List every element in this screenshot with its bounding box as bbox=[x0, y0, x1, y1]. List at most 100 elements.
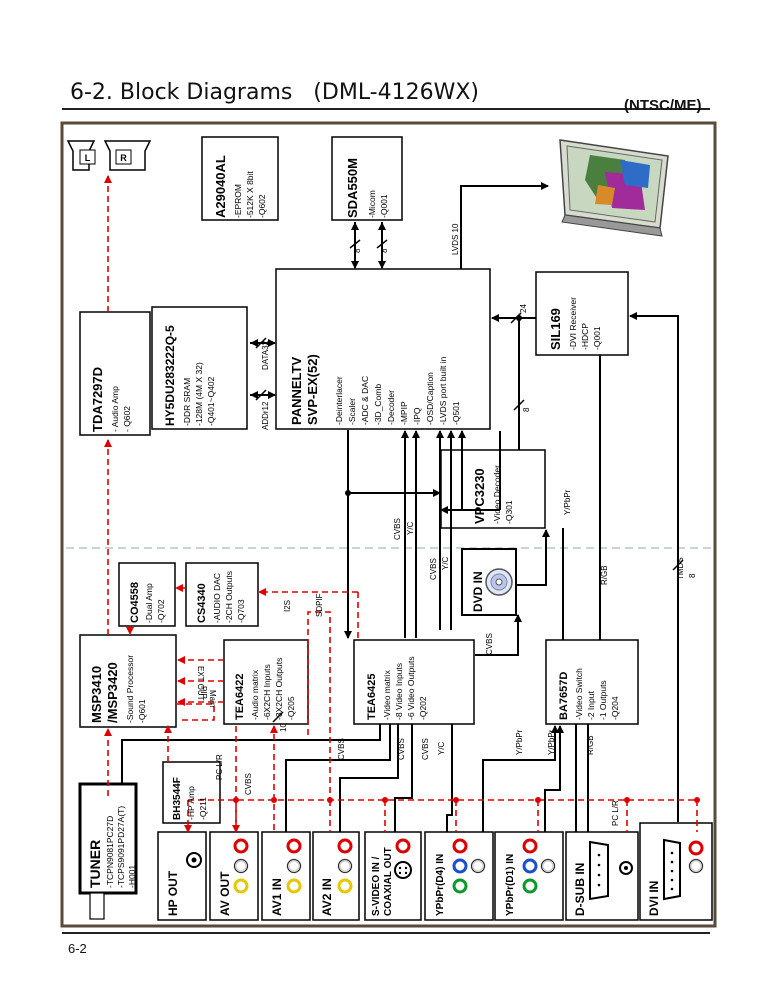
audio-amp-name: TDA7297D bbox=[90, 367, 105, 432]
svg-text:-Q702: -Q702 bbox=[156, 599, 166, 623]
connector-av2-in: AV2 IN bbox=[320, 878, 334, 916]
connector-labels: HP OUT AV OUT AV1 IN AV2 IN S-VIDEO IN /… bbox=[166, 847, 661, 916]
svg-text:-Q001: -Q001 bbox=[592, 326, 602, 350]
cvbs-label-g: CVBS bbox=[244, 773, 253, 795]
svg-text:-Q401~Q402: -Q401~Q402 bbox=[206, 376, 216, 426]
bus-10-label: 10 bbox=[279, 723, 288, 732]
block-scaler: PANNELTV SVP-EX(52) -Deinterlacer -Scale… bbox=[289, 354, 461, 425]
micom-name: SDA550M bbox=[345, 158, 360, 218]
svg-text:-2 Input: -2 Input bbox=[586, 691, 596, 720]
svg-text:-DVI Receiver: -DVI Receiver bbox=[568, 297, 578, 350]
tmds-label: TMDS bbox=[676, 557, 685, 580]
svg-text:- Q602: - Q602 bbox=[122, 406, 132, 432]
cvbs-label-b: CVBS bbox=[429, 558, 438, 580]
svg-text:-Micom: -Micom bbox=[367, 190, 377, 218]
svg-text:-LVDS port built in: -LVDS port built in bbox=[438, 356, 448, 425]
svg-text:-Q205: -Q205 bbox=[286, 696, 296, 720]
svg-text:-Q602: -Q602 bbox=[257, 194, 267, 218]
svg-text:-IPQ: -IPQ bbox=[412, 407, 422, 425]
ypbpr-label-a: Y/PbPr bbox=[563, 489, 572, 515]
svg-text:-8 Video Inputs: -8 Video Inputs bbox=[394, 663, 404, 720]
yc-label-b: Y/C bbox=[441, 556, 450, 570]
dvi-connector-icon bbox=[663, 838, 704, 901]
svg-text:-6 Video Outputs: -6 Video Outputs bbox=[406, 656, 416, 720]
block-video-switch: BA7657D -Video Switch -2 Input -1 Output… bbox=[558, 668, 620, 720]
ext-out-label: EXT OUT bbox=[196, 666, 205, 701]
data32-label: DATA32 bbox=[261, 340, 270, 370]
svg-text:-Decoder: -Decoder bbox=[386, 390, 396, 425]
speaker-left-label: L bbox=[85, 153, 91, 163]
scaler-name-1: PANNELTV bbox=[289, 357, 304, 425]
yc-label-a: Y/C bbox=[406, 521, 415, 535]
ddr-name: HY5DU283222Q-5 bbox=[163, 325, 177, 426]
pc-lr-label-b: PC L/R bbox=[611, 800, 620, 826]
d-sub-connector-icon bbox=[589, 840, 633, 901]
svg-text:-Q301: -Q301 bbox=[504, 500, 514, 524]
hp-amp-name: BH3544F bbox=[172, 777, 183, 820]
connector-ypbpr-d1-in: YPbPr(D1) IN bbox=[505, 854, 516, 916]
pc-lr-label-a: PC L/R bbox=[215, 754, 224, 780]
scaler-name-2: SVP-EX(52) bbox=[305, 354, 320, 425]
speaker-right-icon: R bbox=[103, 140, 152, 171]
hp-out-jack-icon bbox=[186, 852, 202, 868]
sound-processor-name-2: /MSP3420 bbox=[105, 662, 120, 723]
svg-text:-6X2CH Inputs: -6X2CH Inputs bbox=[262, 664, 272, 720]
block-audio-amp: TDA7297D - Audio Amp - Q602 bbox=[90, 367, 132, 432]
connector-ypbpr-d4-in: YPbPr(D4) IN bbox=[435, 854, 446, 916]
ypbpr-d4-jacks-icon bbox=[452, 838, 486, 894]
av1-in-jacks-icon bbox=[286, 838, 302, 894]
connector-d-sub-in: D-SUB IN bbox=[573, 863, 587, 916]
rgb-label-b: R/GB bbox=[586, 735, 595, 755]
svg-text:-3D_Comb: -3D_Comb bbox=[373, 384, 383, 425]
sound-processor-name-1: MSP3410 bbox=[89, 666, 104, 723]
cvbs-label-f: CVBS bbox=[421, 738, 430, 760]
diagram-frame bbox=[60, 121, 717, 928]
svg-text:-512K X 8bit: -512K X 8bit bbox=[245, 171, 255, 218]
ypbpr-d1-jacks-icon bbox=[522, 838, 556, 894]
i2s-label: I2S bbox=[283, 600, 292, 612]
svg-text:-Q703: -Q703 bbox=[236, 599, 246, 623]
av2-in-jacks-icon bbox=[337, 838, 353, 894]
connector-s-video-in: S-VIDEO IN / bbox=[371, 856, 382, 916]
connector-av1-in: AV1 IN bbox=[270, 878, 284, 916]
bus-8-label-c: 8 bbox=[522, 407, 531, 412]
rgb-label-a: R/GB bbox=[600, 565, 609, 585]
addr12-label: ADDr12 bbox=[261, 401, 270, 430]
svg-text:-Q001: -Q001 bbox=[379, 194, 389, 218]
svg-text:-128M (4M X 32): -128M (4M X 32) bbox=[194, 362, 204, 426]
video-matrix-name: TEA6425 bbox=[366, 674, 378, 720]
pip-label: PIP bbox=[199, 686, 208, 699]
footer-rule bbox=[62, 932, 710, 934]
video-switch-name: BA7657D bbox=[558, 672, 570, 720]
connector-hp-out: HP OUT bbox=[166, 870, 180, 916]
block-dual-amp: CO4558 -Dual Amp -Q702 bbox=[129, 582, 166, 623]
svg-text:-2CH Outputs: -2CH Outputs bbox=[224, 571, 234, 623]
signal-labels: LVDS 10 8 8 DATA32 ADDr12 24 8 CVBS Y/C … bbox=[196, 223, 697, 826]
svg-text:-TCPN9081PC27D: -TCPN9081PC27D bbox=[105, 816, 115, 888]
svg-text:-OSD/Caption: -OSD/Caption bbox=[425, 372, 435, 425]
svg-text:-H001: -H001 bbox=[127, 865, 137, 888]
svg-text:-HP Amp: -HP Amp bbox=[186, 786, 196, 820]
svg-text:-Video matrix: -Video matrix bbox=[382, 669, 392, 720]
svg-text:-Video Switch: -Video Switch bbox=[574, 668, 584, 720]
signal-lines bbox=[121, 182, 679, 832]
speaker-left-icon: L bbox=[66, 140, 96, 171]
block-tuner: TUNER -TCPN9081PC27D -TCPS9091PD27A(T) -… bbox=[87, 806, 137, 888]
block-micom: SDA550M -Micom -Q001 bbox=[345, 158, 389, 218]
cvbs-label-c: CVBS bbox=[485, 633, 494, 655]
cvbs-label-a: CVBS bbox=[393, 518, 402, 540]
page-title: 6-2. Block Diagrams (DML-4126WX) bbox=[70, 80, 480, 105]
cvbs-label-e: CVBS bbox=[397, 738, 406, 760]
svg-text:-1 Outputs: -1 Outputs bbox=[598, 680, 608, 720]
lcd-panel-image bbox=[559, 139, 669, 237]
block-audio-matrix: TEA6422 -Audio matrix -6X2CH Inputs -3X2… bbox=[234, 658, 296, 720]
bus-slash-marks bbox=[255, 239, 684, 723]
svg-text:-Deinterlacer: -Deinterlacer bbox=[334, 376, 344, 425]
svg-text:-AUDIO DAC: -AUDIO DAC bbox=[212, 573, 222, 623]
dual-amp-name: CO4558 bbox=[129, 582, 141, 623]
dvi-receiver-name: SIL169 bbox=[548, 308, 563, 350]
svg-text:-Scaler: -Scaler bbox=[347, 398, 357, 425]
ypbpr-label-c: Y/PbPr bbox=[547, 729, 556, 755]
av-out-jacks-icon bbox=[233, 838, 249, 894]
